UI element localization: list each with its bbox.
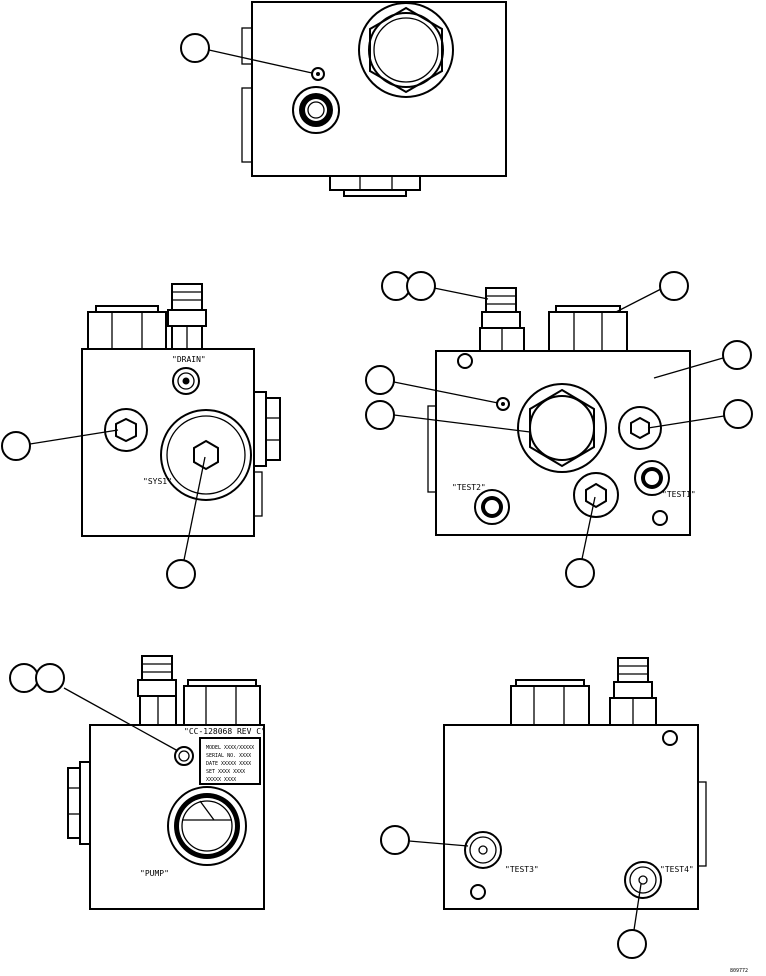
right-view-top-plug (548, 305, 628, 352)
test-view-corner-hole (662, 730, 678, 746)
callout-right-large-plug (365, 400, 531, 433)
nameplate: MODEL XXXX/XXXXX SERIAL NO. XXXX DATE XX… (199, 737, 261, 785)
callout-pump-port (9, 663, 179, 752)
left-view-test-fitting (167, 283, 207, 350)
pump-view-side-fitting (67, 761, 91, 845)
top-view (180, 1, 507, 197)
left-view-sys1-plug (160, 409, 252, 501)
right-view-large-plug (517, 383, 607, 473)
callout-right-top-plug (615, 271, 689, 313)
pump-view: "CC-128068 REV C" MODEL XXXX/XXXXX SERIA… (9, 655, 266, 910)
test-view-side-plate (697, 781, 707, 867)
right-view-bottom-plug (573, 472, 619, 518)
test4-label: "TEST4" (660, 865, 694, 874)
test3-label: "TEST3" (505, 865, 539, 874)
right-view-test1-port (634, 460, 670, 496)
right-view: "TEST1" "TEST2" (365, 271, 753, 588)
pump-view-test-fitting (137, 655, 177, 726)
nameplate-line-3: DATE XXXXX XXXX (206, 761, 251, 767)
callout-test3 (380, 825, 469, 855)
top-view-bottom-nut (329, 175, 421, 197)
callout-right-socket (647, 399, 753, 429)
callout-test4 (617, 883, 647, 959)
nameplate-line-2: SERIAL NO. XXXX (206, 753, 251, 759)
drain-label: "DRAIN" (172, 355, 206, 364)
callout-right-bottom-plug (565, 496, 596, 588)
top-view-orifice (311, 67, 325, 81)
pump-view-small-port (174, 746, 194, 766)
top-view-small-port (292, 86, 340, 134)
callout-right-fitting (381, 271, 489, 301)
left-view-drain-port (172, 367, 200, 395)
right-view-corner-hole (457, 353, 473, 369)
test4-port (624, 861, 662, 899)
test-view-body (443, 724, 699, 910)
callout-right-orifice (365, 365, 499, 404)
pump-label: "PUMP" (140, 869, 169, 878)
test-view-test-fitting (609, 657, 657, 726)
left-view-top-plug (87, 305, 167, 350)
callout-left-socket (1, 429, 119, 461)
right-view-socket-plug (618, 406, 662, 450)
right-view-test2-port (474, 489, 510, 525)
right-view-test-fitting (479, 287, 525, 352)
left-view-body (81, 348, 255, 537)
top-view-side-plate-2 (241, 87, 253, 163)
pump-port (167, 786, 247, 866)
callout-top-orifice (180, 33, 313, 74)
test-view-top-plug (510, 679, 590, 726)
nameplate-line-4: SET XXXX XXXX (206, 769, 245, 775)
left-view-side-fitting (253, 391, 281, 517)
left-view: "DRAIN" "SYS1" (1, 283, 281, 589)
test-ports-view: "TEST3" "TEST4" (380, 657, 707, 959)
test-view-corner-hole-2 (470, 884, 486, 900)
callout-right-body (653, 340, 752, 379)
nameplate-line-1: MODEL XXXX/XXXXX (206, 745, 254, 751)
figure-id: 809772 (730, 968, 748, 974)
right-view-corner-hole-2 (652, 510, 668, 526)
left-view-socket-plug (104, 408, 148, 452)
callout-left-sys1 (166, 456, 206, 589)
pump-view-top-plug (183, 679, 261, 726)
test1-label: "TEST1" (662, 490, 696, 499)
top-view-side-plate (241, 27, 253, 65)
right-view-orifice (496, 397, 510, 411)
part-number-label: "CC-128068 REV C" (184, 727, 266, 736)
nameplate-line-5: XXXXX XXXX (206, 777, 236, 783)
top-view-large-plug (358, 2, 454, 98)
sys1-label: "SYS1" (143, 477, 172, 486)
right-view-side-plate (427, 405, 437, 493)
test2-label: "TEST2" (452, 483, 486, 492)
test3-port (464, 831, 502, 869)
